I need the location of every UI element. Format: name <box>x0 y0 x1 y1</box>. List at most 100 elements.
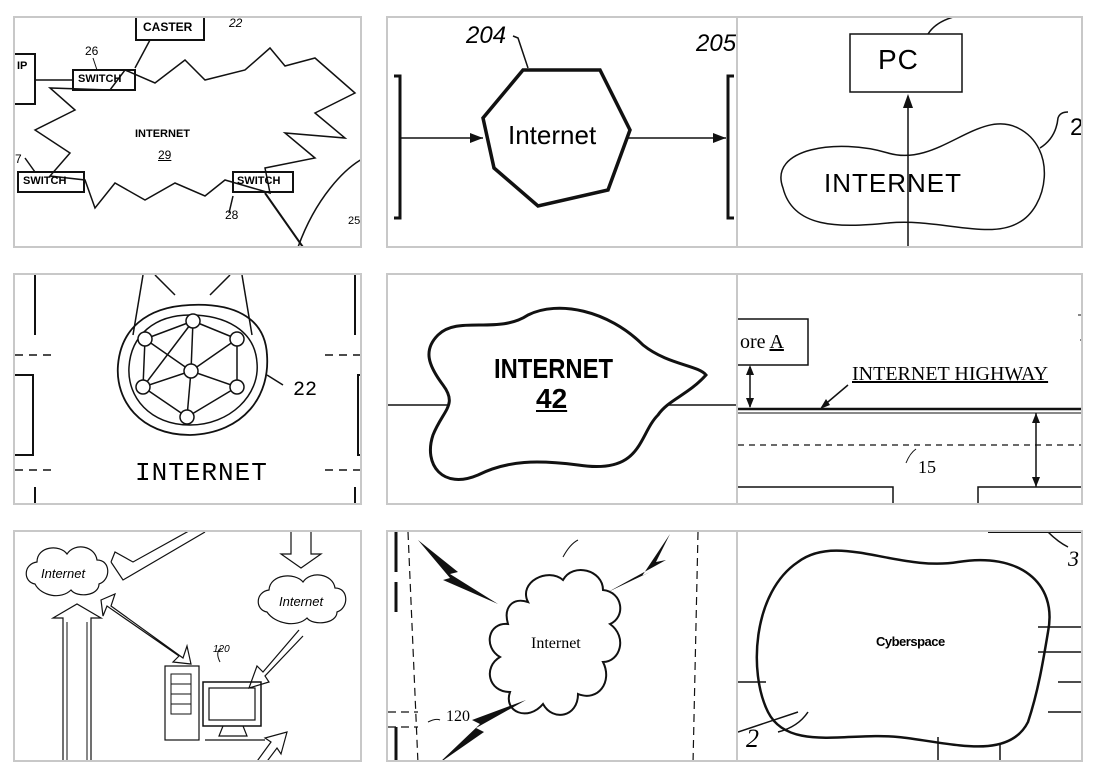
ip-label: IP <box>17 60 28 72</box>
cyberspace-diagram <box>738 532 1081 760</box>
arrowhead-icon <box>470 133 483 143</box>
leader-line <box>1039 111 1069 149</box>
hexagon-diagram <box>394 35 734 220</box>
arrowhead-icon <box>746 365 754 375</box>
ref-label: 22 <box>293 379 318 402</box>
internet-hexagon-shape <box>481 68 632 208</box>
internet-inner-outline <box>128 314 258 426</box>
pc-label: PC <box>878 44 919 75</box>
left-bracket <box>394 74 402 220</box>
computer-tower <box>164 665 200 741</box>
cyberspace-label: Cyberspace <box>876 634 945 649</box>
connector-lines <box>132 275 253 336</box>
monitor-stand <box>218 725 248 737</box>
arrowhead-icon <box>1032 413 1040 423</box>
arrow-diagonal-top <box>110 532 206 581</box>
tile-internet-hexagon: 204 205 Internet <box>386 16 738 248</box>
ref-3-label: 3 <box>1068 546 1079 571</box>
arrowhead-icon <box>1032 477 1040 487</box>
caster-box <box>135 18 205 41</box>
arrow-bidirectional-shape <box>100 592 192 665</box>
dashed-line <box>388 711 418 728</box>
store-letter: A <box>769 331 784 353</box>
tile-internet-clouds-computer: Internet Internet 120 <box>13 530 362 762</box>
ref-2-label: 2 <box>746 724 759 753</box>
internet-wavy-outline <box>116 303 269 436</box>
starburst-diagram <box>15 18 360 246</box>
pc-box <box>849 33 963 93</box>
ref-label: 15 <box>918 457 936 477</box>
frame-line <box>357 374 360 456</box>
lightning-diagram <box>388 532 699 760</box>
internet-cloud-shape <box>780 123 1045 231</box>
ref-26-label: 26 <box>85 44 99 58</box>
cloud-right-shape <box>257 574 347 625</box>
lightning-bolt-icon <box>608 534 670 592</box>
internet-right-label: Internet <box>279 594 324 609</box>
switch-box-left <box>17 171 85 193</box>
caster-label: CASTER <box>143 20 193 34</box>
ref-label: 120 <box>446 708 470 725</box>
internet-ref-label: 29 <box>158 148 172 162</box>
leader-line <box>217 647 222 663</box>
leader-line <box>777 711 809 733</box>
cyberspace-blob-shape <box>755 549 1051 748</box>
internet-label: INTERNET <box>824 168 962 198</box>
ref-27-label: 7 <box>15 152 22 166</box>
leader-line <box>1047 532 1069 548</box>
arrow-bottom-right <box>257 731 288 760</box>
connector-line <box>264 192 304 246</box>
arrow-to-computer <box>248 629 304 689</box>
dashed-line <box>15 354 360 471</box>
mesh-diagram <box>15 275 360 503</box>
highway-label: INTERNET HIGHWAY <box>852 363 1049 385</box>
internet-ref-label: 42 <box>536 383 568 414</box>
tile-internet-mesh: 22 INTERNET <box>13 273 362 505</box>
link-line <box>228 195 234 214</box>
mesh-nodes <box>135 313 245 425</box>
store-box <box>738 318 809 366</box>
leader-line <box>562 539 579 558</box>
tile-internet-blob: INTERNET 42 <box>386 273 738 505</box>
switch-right-label: SWITCH <box>237 175 281 187</box>
internet-label: INTERNET <box>494 353 613 384</box>
switch-top-label: SWITCH <box>78 73 122 85</box>
ref-205-label: 205 <box>696 30 737 57</box>
leader-line <box>266 374 284 386</box>
ref-label: 120 <box>213 644 230 655</box>
blob-diagram <box>388 306 736 481</box>
right-bracket <box>726 74 734 220</box>
leader-line <box>92 57 98 71</box>
tile-internet-lightning: Internet 120 <box>386 530 738 762</box>
internet-label: INTERNET <box>135 458 268 488</box>
lightning-bolt-icon <box>442 700 526 760</box>
internet-label: Internet <box>508 120 597 150</box>
pc-diagram <box>780 18 1069 246</box>
clouds-computer-diagram <box>25 532 347 760</box>
ip-box <box>15 53 36 105</box>
leader-line <box>512 35 529 69</box>
mesh-links <box>142 320 238 418</box>
building-outline <box>738 486 894 503</box>
cloud-left-shape <box>25 546 109 597</box>
arc-line <box>297 159 360 246</box>
leader-line <box>927 18 953 35</box>
monitor <box>202 681 262 727</box>
link-line <box>134 39 151 69</box>
internet-label: Internet <box>531 635 581 652</box>
arrow-up-inner <box>66 622 88 760</box>
ref-label: 2 <box>1070 114 1083 141</box>
monitor-screen <box>208 687 256 721</box>
frame-line <box>1038 626 1081 713</box>
leader-line <box>427 718 441 723</box>
frame-line <box>738 681 799 733</box>
store-label: ore A <box>740 331 784 353</box>
arrowhead-icon <box>746 398 754 408</box>
internet-label: INTERNET <box>135 128 190 140</box>
highway-diagram <box>738 314 1081 503</box>
building-outline <box>977 486 1081 503</box>
arrow-up-shape <box>50 603 104 760</box>
tile-internet-highway: ore A INTERNET HIGHWAY 15 <box>736 273 1083 505</box>
internet-blob-shape <box>427 306 708 481</box>
tile-cyberspace: Cyberspace 2 3 <box>736 530 1083 762</box>
